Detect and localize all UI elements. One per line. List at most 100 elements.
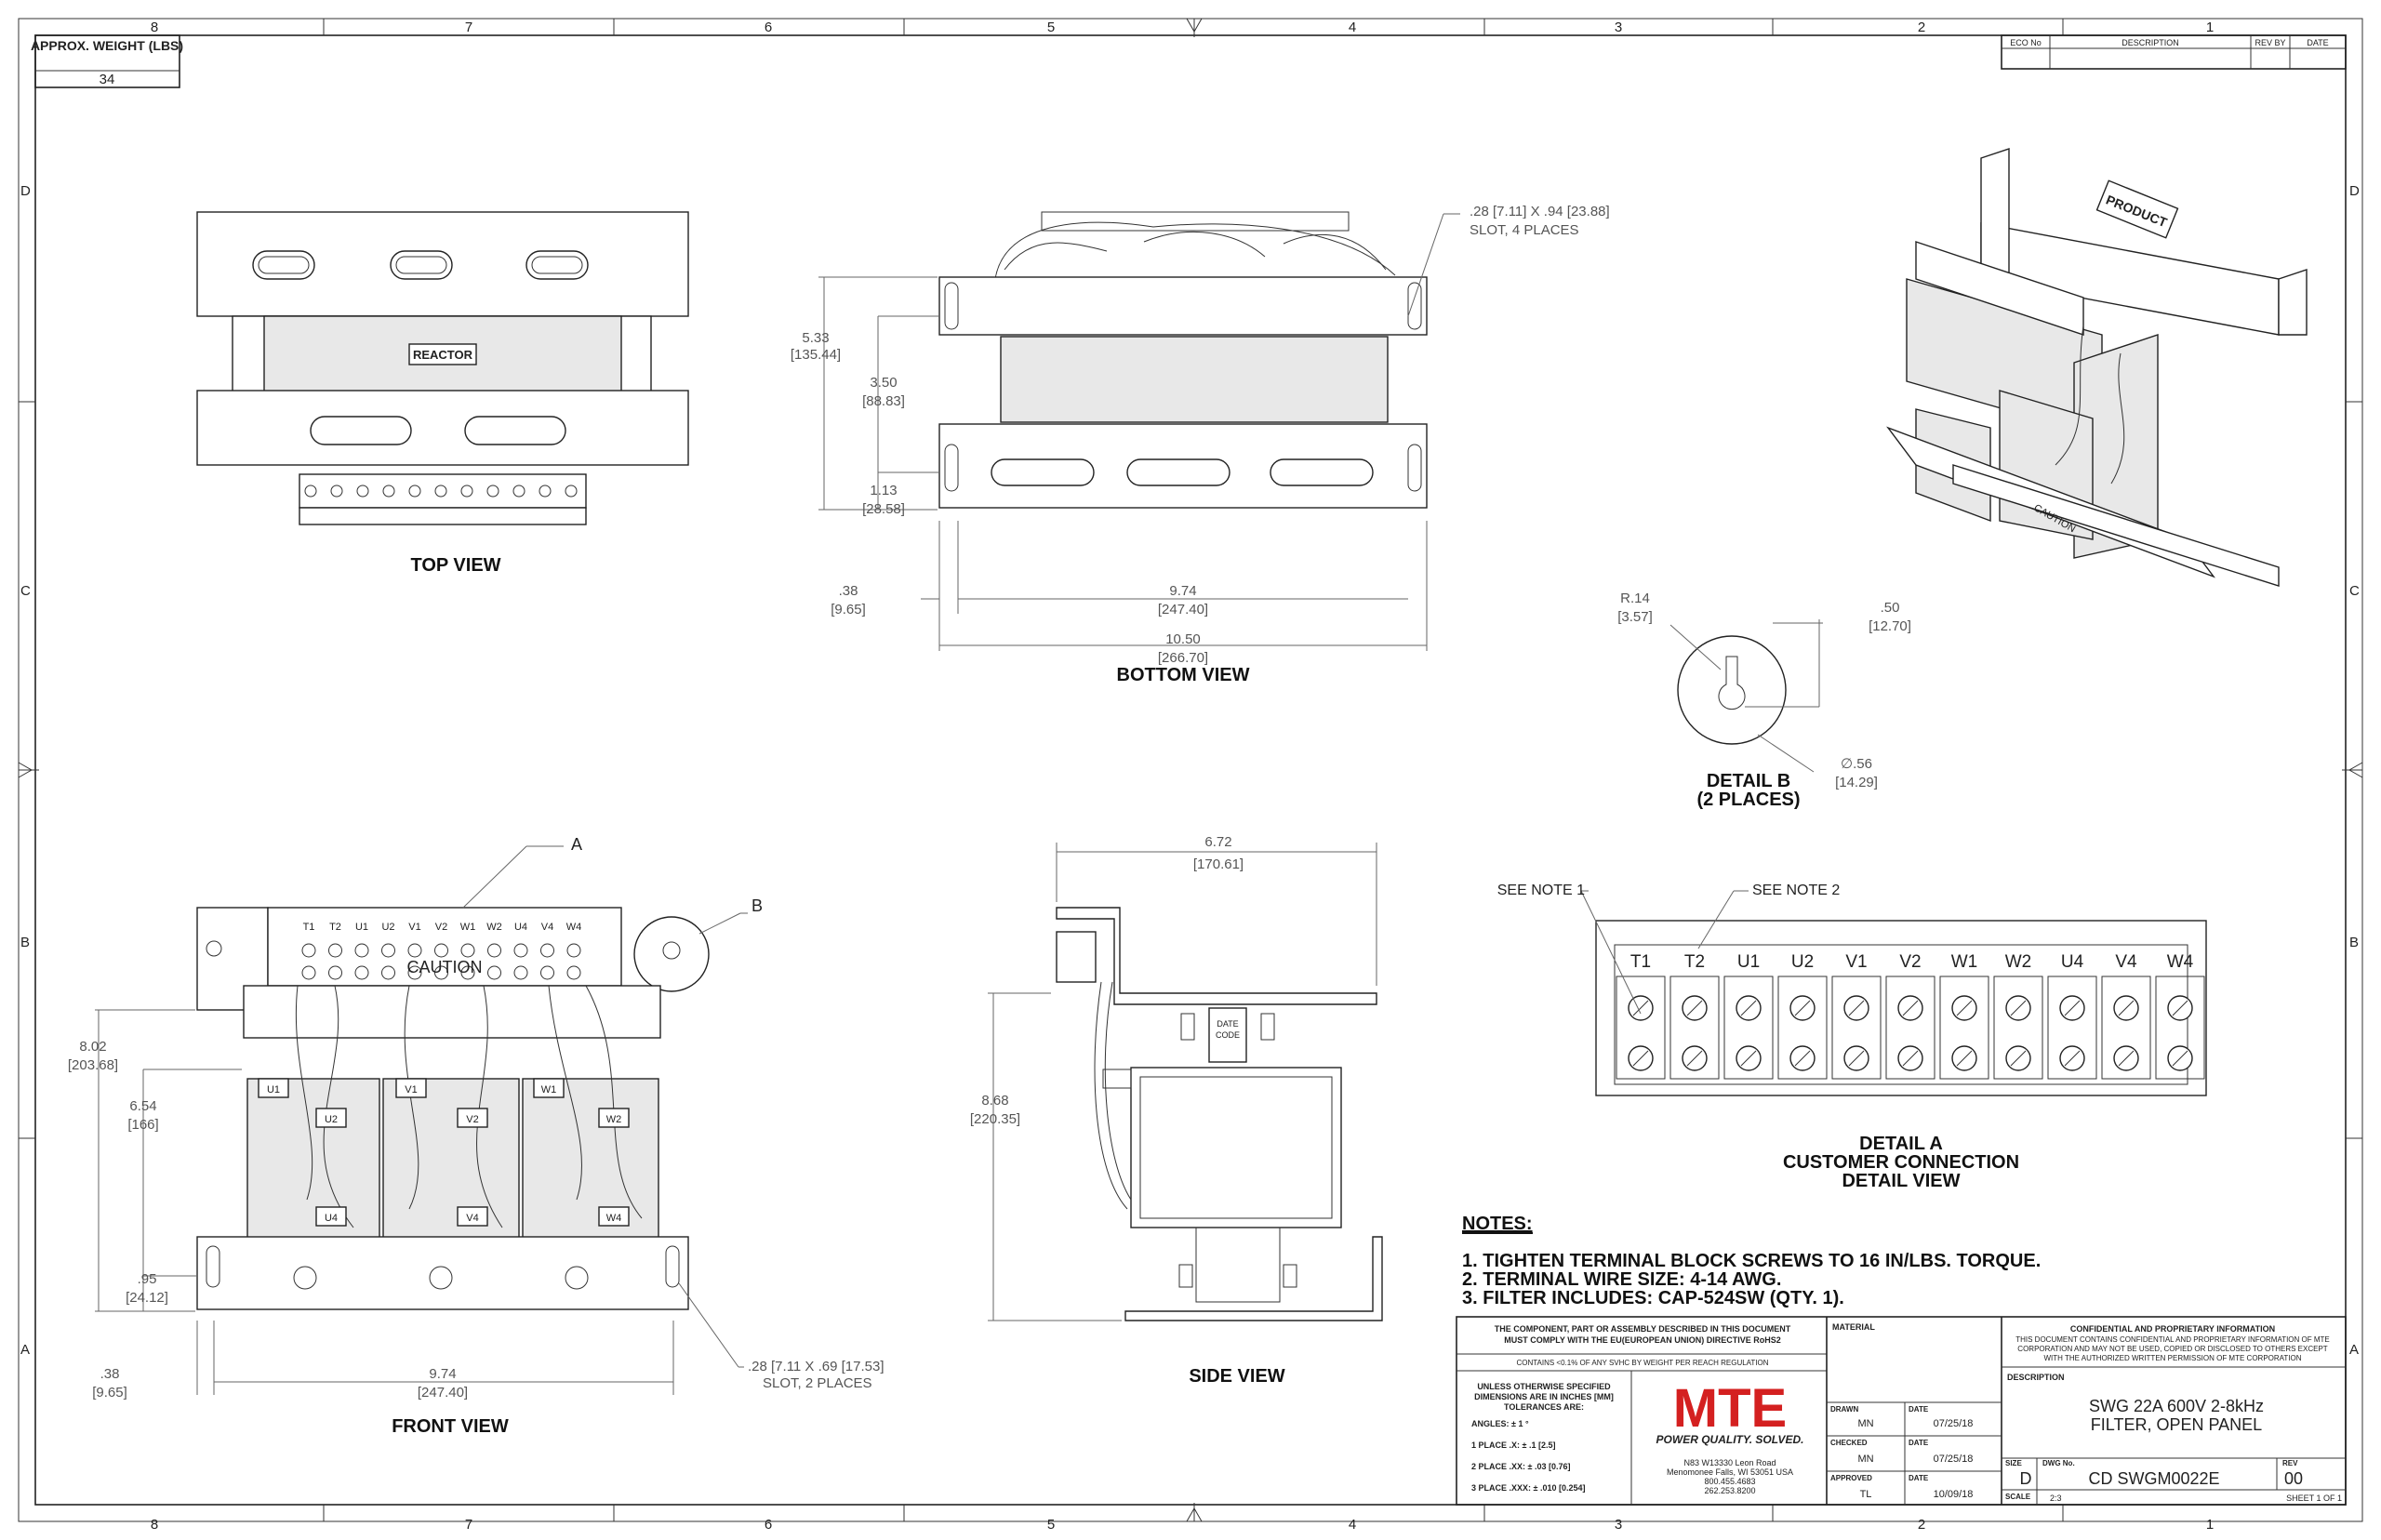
detail-a-terminal-label: W1: [1951, 952, 1978, 972]
scale-value: 2:3: [2050, 1494, 2062, 1503]
coil-tag: [457, 1206, 488, 1227]
col-label-5-bottom: 5: [1047, 1517, 1055, 1533]
side-datecode-line2: CODE: [1216, 1030, 1240, 1040]
dim-side-8-68-mm: [220.35]: [970, 1111, 1020, 1127]
front-terminal-screw-icon: [460, 943, 475, 958]
dim-detail-050-mm: [12.70]: [1869, 618, 1911, 634]
detail-a-terminal: [1831, 976, 1882, 1080]
dim-bottom-1-13: 1.13: [870, 483, 897, 498]
side-view: DATE CODE 6.72 [170.61] 8.68 [220.35] SI…: [970, 834, 1383, 1387]
tolerance-angles: ANGLES: ± 1 °: [1471, 1419, 1529, 1428]
weight-title: APPROX. WEIGHT (LBS): [31, 38, 183, 53]
dwg-no-value: CD SWGM0022E: [2088, 1469, 2219, 1488]
checked-date: 07/25/18: [1934, 1454, 1974, 1465]
top-view-title: TOP VIEW: [410, 555, 500, 576]
bottom-view: 5.33 [135.44] 3.50 [88.83] 1.13 [28.58] …: [791, 204, 1610, 685]
dim-bottom-9-74: 9.74: [1169, 583, 1196, 599]
dim-detail-diameter-mm: [14.29]: [1835, 775, 1878, 790]
rev-value: 00: [2284, 1469, 2303, 1488]
front-terminal-label: U2: [381, 922, 394, 933]
front-terminal-screw-icon: [407, 965, 422, 980]
description-line-2: FILTER, OPEN PANEL: [2091, 1415, 2262, 1434]
front-terminal-screw-icon: [354, 965, 369, 980]
terminal-screw-slot: [1848, 1050, 1865, 1067]
tolerance-2-place: 2 PLACE .XX: ± .03 [0.76]: [1471, 1462, 1570, 1471]
detail-a-terminal-label: T1: [1630, 952, 1651, 972]
weight-box: APPROX. WEIGHT (LBS) 34: [31, 34, 183, 88]
slot-note-2-places-text: SLOT, 2 PLACES: [763, 1375, 872, 1391]
coil-tag: [457, 1108, 488, 1128]
mte-logo: MTE POWER QUALITY. SOLVED.: [1656, 1378, 1804, 1446]
slot-note-2-places: .28 [7.11 X .69 [17.53]: [748, 1359, 885, 1374]
slot-note-4-places: .28 [7.11] X .94 [23.88]: [1470, 204, 1610, 219]
rev-label: REV: [2282, 1459, 2298, 1467]
detail-a-subtitle-2: DETAIL VIEW: [1842, 1171, 1960, 1191]
terminal-screw-slot: [1956, 1000, 1973, 1016]
tolerance-head-1: UNLESS OTHERWISE SPECIFIED: [1477, 1382, 1611, 1391]
front-terminal-label: W1: [460, 922, 476, 933]
tolerance-3-place: 3 PLACE .XXX: ± .010 [0.254]: [1471, 1483, 1586, 1493]
dim-bottom-0-38: .38: [839, 583, 858, 599]
row-label-c: C: [20, 583, 31, 599]
detail-a-terminal: [2155, 976, 2205, 1080]
approved-label: APPROVED: [1830, 1474, 1872, 1482]
dim-front-9-74: 9.74: [429, 1366, 456, 1382]
detail-b-title: DETAIL B: [1707, 771, 1790, 791]
col-label-7-bottom: 7: [465, 1517, 472, 1533]
front-terminal-screw-icon: [540, 965, 554, 980]
scale-label: SCALE: [2005, 1493, 2031, 1501]
front-terminal-label: T2: [329, 922, 341, 933]
tolerance-head-2: DIMENSIONS ARE IN INCHES [MM]: [1474, 1392, 1614, 1401]
drawn-date-label: DATE: [1909, 1405, 1929, 1414]
isometric-view: PRODUCT CAUTION: [1886, 148, 2308, 587]
coil-tag: [315, 1206, 347, 1227]
size-label: SIZE: [2005, 1459, 2022, 1467]
coil-tag: [598, 1206, 630, 1227]
front-terminal-label: W4: [566, 922, 582, 933]
detail-a-terminal-label: U2: [1791, 952, 1814, 972]
col-label-5: 5: [1047, 20, 1055, 35]
detail-a-terminal: [1616, 976, 1666, 1080]
tolerance-1-place: 1 PLACE .X: ± .1 [2.5]: [1471, 1440, 1555, 1450]
dim-bottom-3-50-mm: [88.83]: [862, 393, 905, 409]
col-label-1-bottom: 1: [2206, 1517, 2214, 1533]
terminal-screw-slot: [2064, 1000, 2081, 1016]
front-terminal-screw-icon: [566, 965, 581, 980]
mte-tagline: POWER QUALITY. SOLVED.: [1656, 1433, 1804, 1446]
front-terminal-screw-icon: [566, 943, 581, 958]
detail-a-terminal-label: W4: [2167, 952, 2194, 972]
front-caution-label: CAUTION: [407, 958, 483, 976]
dim-bottom-0-38-mm: [9.65]: [831, 602, 866, 617]
dim-bottom-10-50: 10.50: [1165, 631, 1201, 647]
rev-col-date: DATE: [2307, 38, 2328, 47]
coil-label: W1: [541, 1084, 557, 1095]
compliance-line-1: THE COMPONENT, PART OR ASSEMBLY DESCRIBE…: [1495, 1324, 1791, 1334]
side-datecode-line1: DATE: [1217, 1019, 1238, 1029]
dim-bottom-3-50: 3.50: [870, 375, 897, 391]
checked-date-label: DATE: [1909, 1439, 1929, 1447]
note-1: 1. TIGHTEN TERMINAL BLOCK SCREWS TO 16 I…: [1462, 1251, 2041, 1271]
detail-a-subtitle: CUSTOMER CONNECTION: [1783, 1152, 2019, 1173]
dim-bottom-5-33: 5.33: [802, 330, 829, 346]
col-label-8: 8: [151, 20, 158, 35]
dim-front-0-38-mm: [9.65]: [92, 1385, 127, 1401]
callout-b: B: [752, 896, 763, 915]
coil-tag: [533, 1078, 565, 1098]
drawn-label: DRAWN: [1830, 1405, 1858, 1414]
terminal-screw-slot: [1740, 1050, 1757, 1067]
rev-col-eco: ECO No: [2010, 38, 2042, 47]
drawn-by: MN: [1857, 1418, 1873, 1429]
front-terminal-screw-icon: [381, 943, 395, 958]
col-label-1: 1: [2206, 20, 2214, 35]
col-label-3: 3: [1615, 20, 1622, 35]
col-label-6-bottom: 6: [765, 1517, 772, 1533]
address-line-4: 262.253.8200: [1704, 1486, 1755, 1495]
front-terminal-screw-icon: [487, 943, 501, 958]
sheet-number: SHEET 1 OF 1: [2286, 1494, 2342, 1503]
terminal-screw-slot: [2172, 1000, 2188, 1016]
front-terminal-screw-icon: [513, 965, 528, 980]
coil-label: V1: [405, 1084, 417, 1095]
row-label-b-right: B: [2349, 935, 2359, 950]
detail-a-terminal-label: V4: [2115, 952, 2137, 972]
